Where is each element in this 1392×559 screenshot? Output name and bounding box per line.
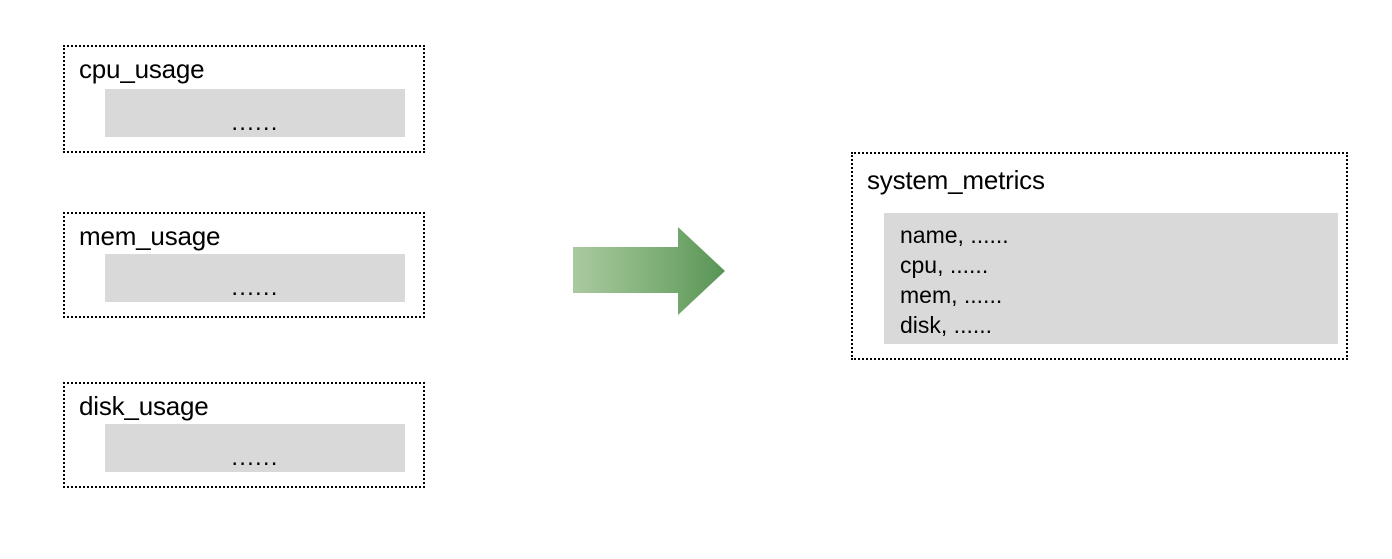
source-table-title: mem_usage xyxy=(79,221,221,251)
destination-field-row: disk, ...... xyxy=(900,312,993,338)
source-table-title: cpu_usage xyxy=(79,54,205,84)
flow-arrow xyxy=(570,224,728,318)
source-table-disk-usage[interactable]: disk_usage ...... xyxy=(63,382,425,488)
destination-table-system-metrics[interactable]: system_metrics name, ...... cpu, ...... … xyxy=(851,152,1348,360)
arrow-shape xyxy=(573,227,725,315)
destination-field-row: name, ...... xyxy=(900,222,1009,248)
source-data-ellipsis: ...... xyxy=(231,109,279,136)
right-arrow-icon xyxy=(573,227,725,315)
destination-field-row: mem, ...... xyxy=(900,282,1003,308)
source-table-title: disk_usage xyxy=(79,391,209,421)
source-data-panel: ...... xyxy=(105,254,405,302)
source-data-ellipsis: ...... xyxy=(231,444,279,471)
destination-field-list: name, ...... cpu, ...... mem, ...... dis… xyxy=(900,220,1332,340)
destination-table-title: system_metrics xyxy=(867,165,1045,195)
destination-field-row: cpu, ...... xyxy=(900,252,989,278)
source-table-mem-usage[interactable]: mem_usage ...... xyxy=(63,212,425,318)
destination-data-panel: name, ...... cpu, ...... mem, ...... dis… xyxy=(884,213,1338,344)
source-data-ellipsis: ...... xyxy=(231,274,279,301)
source-table-cpu-usage[interactable]: cpu_usage ...... xyxy=(63,45,425,153)
source-data-panel: ...... xyxy=(105,89,405,137)
source-data-panel: ...... xyxy=(105,424,405,472)
